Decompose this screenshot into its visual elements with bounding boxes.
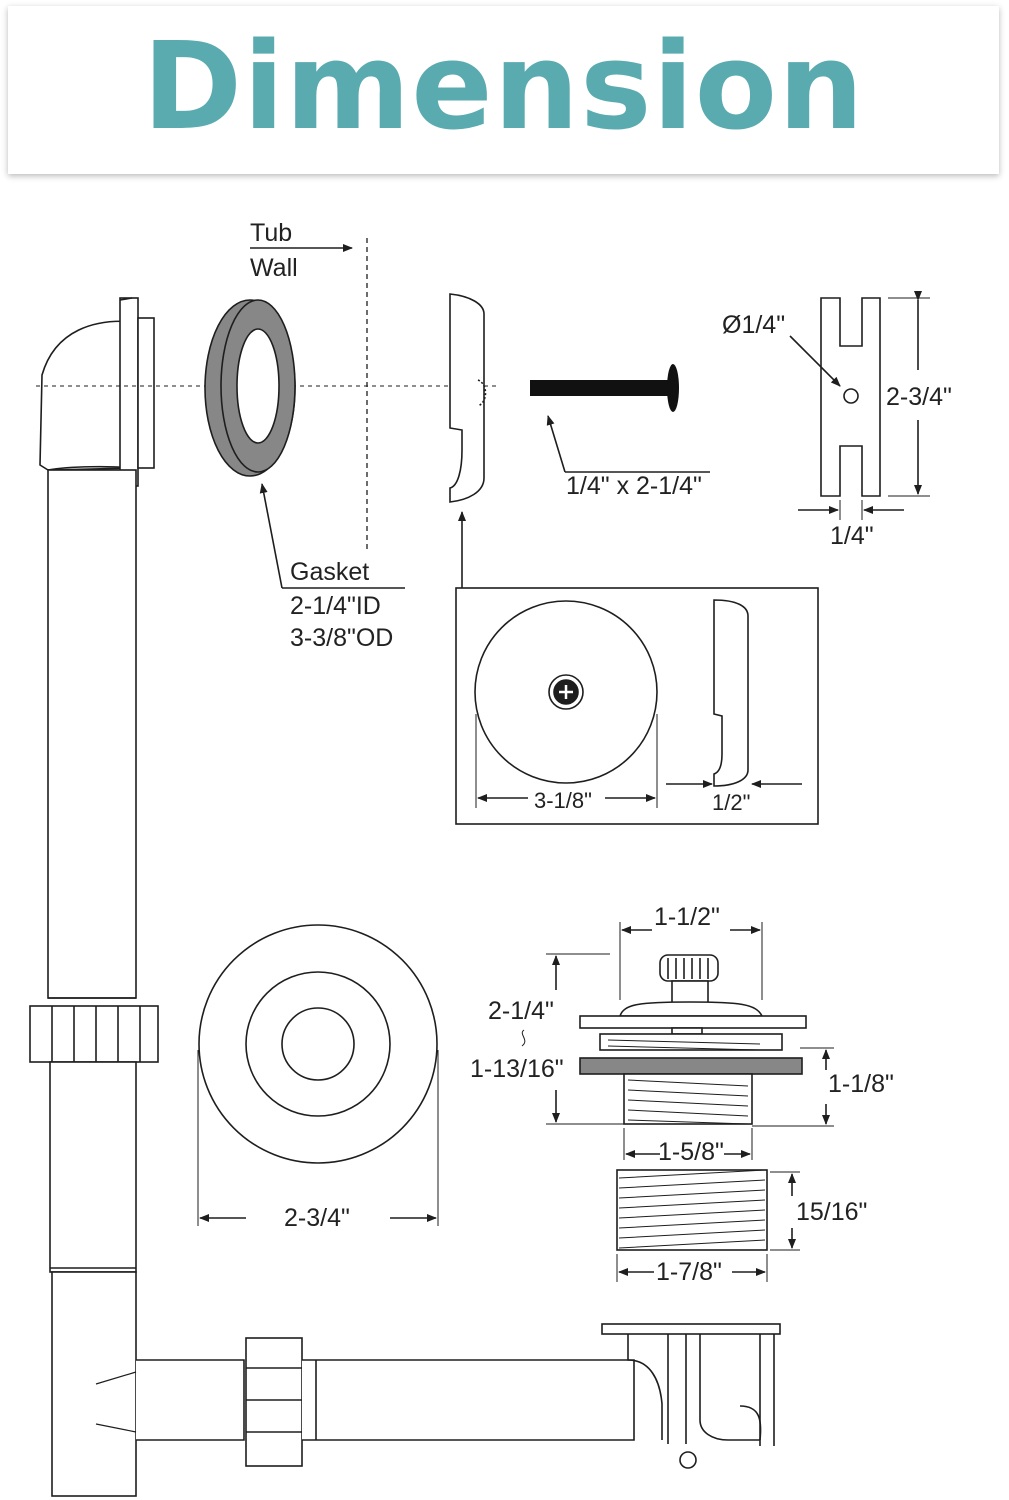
linkage-drawing xyxy=(789,291,930,520)
flange-drawing xyxy=(197,924,439,1226)
gasket-id-label: 2-1/4"ID xyxy=(290,592,381,620)
wall-label: Wall xyxy=(250,254,298,282)
dimension-labels: Tub Wall Gasket 2-1/4"ID 3-3/8"OD 1/4" x… xyxy=(250,219,952,1286)
hole-diameter-label: Ø1/4" xyxy=(722,311,785,339)
faceplate-detail-box xyxy=(455,587,819,825)
page-title: Dimension xyxy=(142,18,865,157)
body-height-label: 1-1/8" xyxy=(828,1070,894,1098)
gasket-drawing xyxy=(204,299,405,589)
overflow-pipe xyxy=(29,469,159,1497)
faceplate-side xyxy=(449,293,487,588)
overflow-elbow xyxy=(39,297,155,487)
plate-diameter-label: 3-1/8" xyxy=(534,788,592,813)
flange-diameter-label: 2-3/4" xyxy=(284,1204,350,1232)
stopper-height-b-label: 1-13/16" xyxy=(470,1055,564,1083)
gasket-od-label: 3-3/8"OD xyxy=(290,624,393,652)
screw-drawing xyxy=(530,364,710,473)
waste-tee-drawing xyxy=(95,1323,781,1469)
plate-depth-label: 1/2" xyxy=(712,790,750,815)
title-banner: Dimension xyxy=(8,6,999,174)
stopper-top-label: 1-1/2" xyxy=(654,903,720,931)
stopper-drawing xyxy=(521,922,834,1160)
gasket-label: Gasket xyxy=(290,558,369,586)
link-height-label: 2-3/4" xyxy=(886,383,952,411)
link-width-label: 1/4" xyxy=(830,522,874,550)
body-width-label: 1-5/8" xyxy=(658,1138,724,1166)
tub-wall-marker xyxy=(250,238,368,552)
slip-nut xyxy=(29,1005,159,1063)
threaded-body-drawing xyxy=(616,1169,800,1282)
thread-height-label: 15/16" xyxy=(796,1198,867,1226)
thread-width-label: 1-7/8" xyxy=(656,1258,722,1286)
stopper-height-a-label: 2-1/4" xyxy=(488,997,554,1025)
screw-size-label: 1/4" x 2-1/4" xyxy=(566,472,702,500)
tub-label: Tub xyxy=(250,219,292,247)
